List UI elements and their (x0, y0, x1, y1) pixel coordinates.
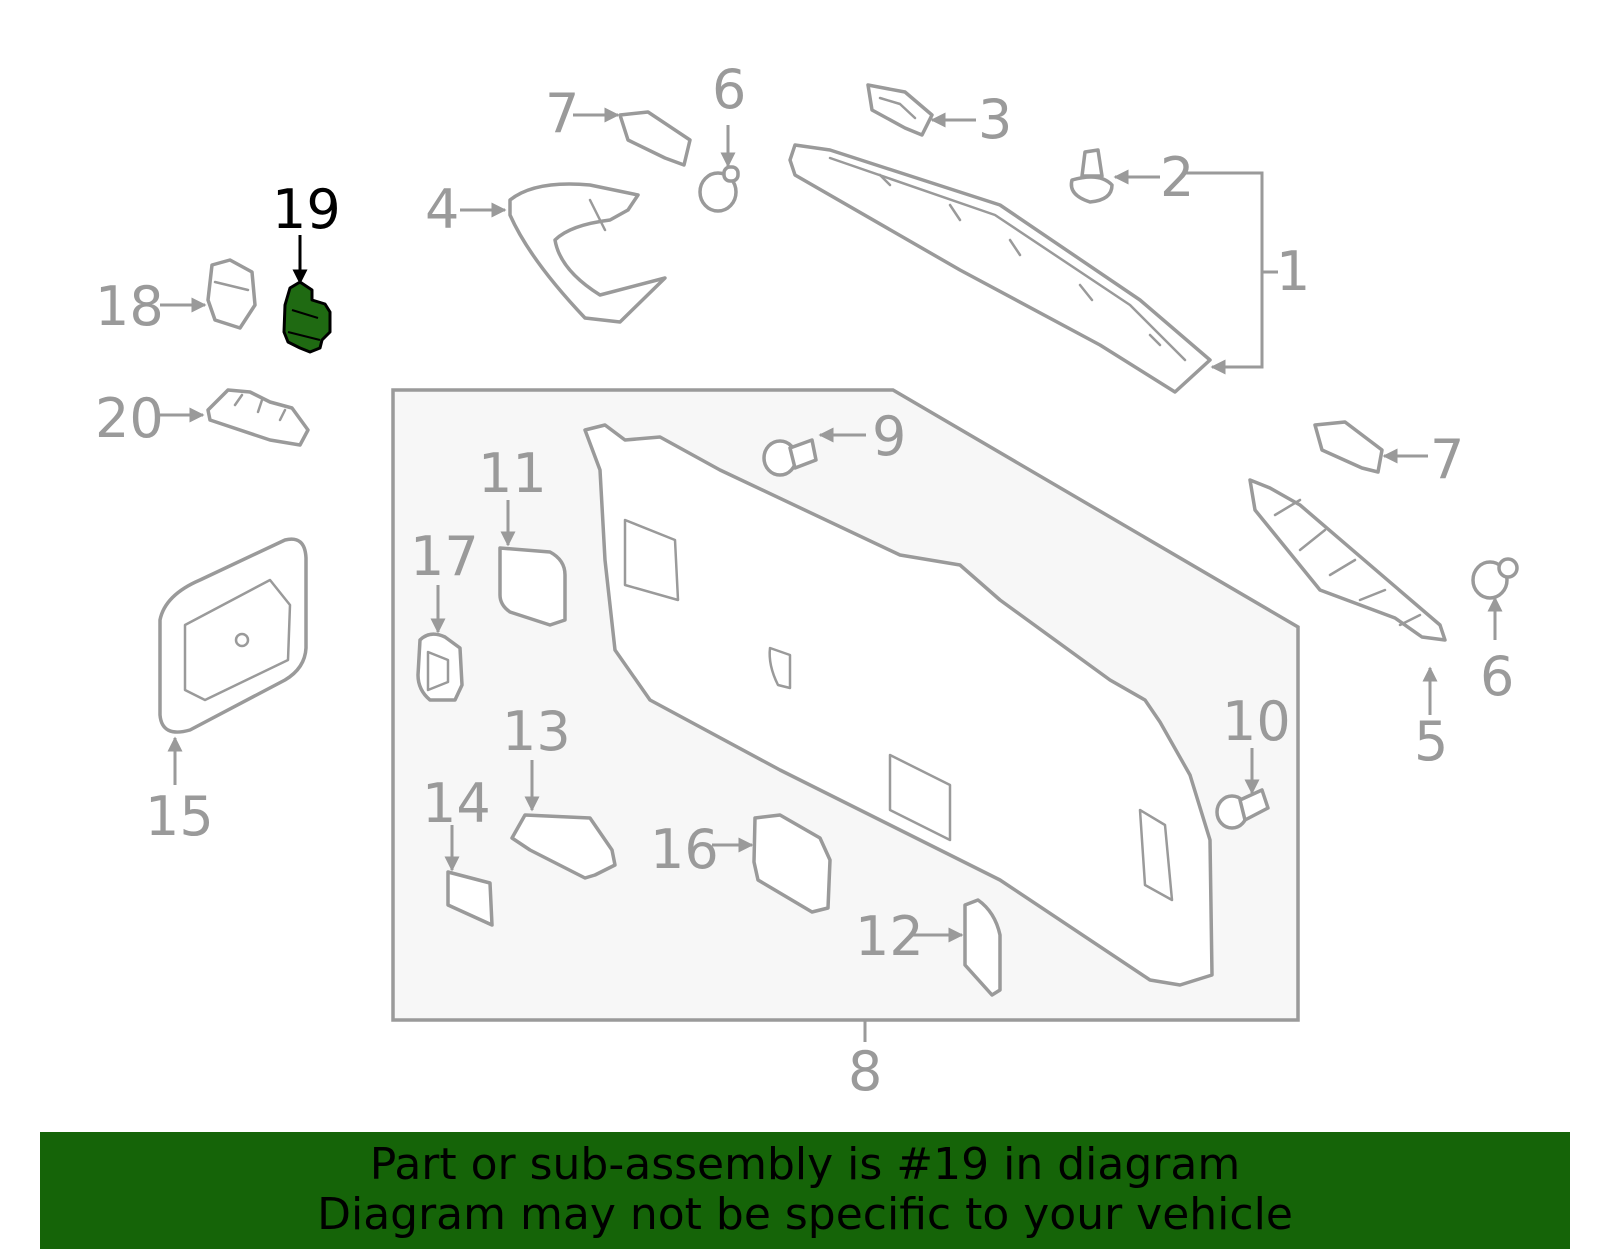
callout-17: 17 (410, 525, 479, 588)
part-7-bracket-right[interactable] (1313, 420, 1384, 474)
part-1-upper-trim[interactable] (788, 143, 1212, 394)
callout-5: 5 (1414, 710, 1448, 773)
part-18-connector[interactable] (206, 258, 257, 330)
part-4-corner-trim[interactable] (508, 182, 667, 324)
callout-10: 10 (1222, 690, 1291, 753)
callout-14: 14 (422, 772, 491, 835)
callout-7-right: 7 (1430, 428, 1464, 491)
part-11-pad[interactable] (498, 546, 567, 627)
callout-20: 20 (95, 387, 164, 450)
part-6-grommet-top[interactable] (698, 165, 740, 213)
callout-6-right: 6 (1480, 645, 1514, 708)
part-14-tag[interactable] (446, 870, 494, 927)
callout-6-top: 6 (712, 58, 746, 121)
part-5-side-trim[interactable] (1248, 478, 1447, 642)
callout-15: 15 (145, 785, 214, 848)
callout-12: 12 (855, 905, 924, 968)
part-12-cover[interactable] (963, 898, 1002, 997)
part-15-cover-panel[interactable] (158, 537, 308, 734)
part-8-door-panel[interactable] (583, 423, 1214, 987)
callout-1: 1 (1276, 240, 1310, 303)
part-17-switch[interactable] (416, 632, 464, 702)
part-7-bracket-top[interactable] (618, 110, 692, 167)
part-3-bracket[interactable] (866, 83, 934, 137)
banner-line-1: Part or sub-assembly is #19 in diagram (369, 1139, 1241, 1190)
callout-2: 2 (1160, 146, 1194, 209)
callout-18: 18 (95, 275, 164, 338)
info-banner: Part or sub-assembly is #19 in diagram D… (40, 1132, 1570, 1249)
callout-19: 19 (272, 178, 341, 241)
part-6-grommet-right[interactable] (1471, 557, 1519, 600)
part-13-handle[interactable] (510, 813, 617, 880)
part-9-clip[interactable] (762, 438, 818, 477)
part-16-lid[interactable] (752, 813, 832, 914)
callout-8: 8 (848, 1040, 882, 1103)
callout-13: 13 (502, 700, 571, 763)
callout-7-top: 7 (545, 82, 579, 145)
part-2-clip[interactable] (1069, 148, 1114, 204)
banner-line-2: Diagram may not be specific to your vehi… (317, 1189, 1293, 1240)
callout-16: 16 (650, 818, 719, 881)
part-20-bracket[interactable] (206, 388, 310, 447)
callout-9: 9 (872, 405, 906, 468)
callout-3: 3 (978, 88, 1012, 151)
callout-4: 4 (425, 178, 459, 241)
callout-11: 11 (478, 442, 547, 505)
part-19-connector-highlighted[interactable] (282, 280, 332, 354)
